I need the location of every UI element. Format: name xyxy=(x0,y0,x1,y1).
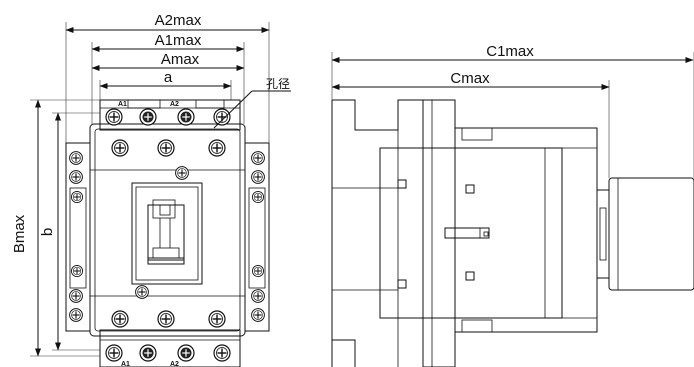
dim-label-amax: Amax xyxy=(161,51,200,68)
side-screw-icon xyxy=(251,264,265,278)
bottom-terminal-strip xyxy=(99,329,241,367)
side-screw-icon xyxy=(70,190,84,204)
side-screw-icon xyxy=(251,190,265,204)
side-screw-icon xyxy=(69,289,83,303)
dim-label-cmax: Cmax xyxy=(450,70,490,87)
side-screw-icon xyxy=(69,170,83,184)
side-dimensions xyxy=(331,52,694,178)
terminal-screw-icon xyxy=(105,108,123,126)
terminal-screw-icon xyxy=(213,344,231,362)
terminal-screw-icon xyxy=(213,108,231,126)
side-view: C1max Cmax xyxy=(331,43,694,367)
side-screw-icon xyxy=(251,289,265,303)
dim-label-a: a xyxy=(164,69,173,86)
main-screw-icon xyxy=(208,310,226,328)
coil-cap xyxy=(608,177,694,291)
side-slot xyxy=(444,227,490,239)
terminal-label-a1-bottom: A1 xyxy=(121,361,130,367)
top-terminal-strip xyxy=(99,99,241,131)
contactor-body xyxy=(89,123,246,337)
main-screw-icon xyxy=(208,139,226,157)
dim-label-bmax: Bmax xyxy=(11,214,28,253)
dim-label-c1max: C1max xyxy=(486,43,534,60)
side-body xyxy=(379,147,563,319)
side-case xyxy=(454,127,598,333)
terminal-label-a1-top: A1 xyxy=(118,101,127,108)
main-screw-icon xyxy=(157,139,175,157)
small-screw-icon xyxy=(135,285,149,299)
terminal-label-a2-top: A2 xyxy=(170,101,179,108)
mounting-base xyxy=(332,99,424,367)
coil-terminal-screw-icon xyxy=(139,344,157,362)
side-screw-icon xyxy=(251,170,265,184)
dim-label-b: b xyxy=(39,228,56,236)
main-screw-icon xyxy=(111,139,129,157)
dim-label-hole-diameter: 孔径 xyxy=(266,77,290,91)
coil-terminal-screw-icon xyxy=(177,108,195,126)
side-screw-icon xyxy=(251,151,265,165)
main-screw-icon xyxy=(157,310,175,328)
coil-terminal-screw-icon xyxy=(177,344,195,362)
coil-terminal-screw-icon xyxy=(139,108,157,126)
front-horizontal-dimensions xyxy=(65,22,291,143)
side-screw-icon xyxy=(251,308,265,322)
side-screw-icon xyxy=(69,308,83,322)
main-screw-icon xyxy=(111,310,129,328)
front-view: A1 A2 A1 A2 A xyxy=(11,12,291,367)
dim-label-a2max: A2max xyxy=(155,12,202,29)
side-screw-icon xyxy=(70,264,84,278)
base-plate xyxy=(422,99,456,367)
dim-label-a1max: A1max xyxy=(155,32,202,49)
front-vertical-dimensions xyxy=(30,99,100,357)
terminal-screw-icon xyxy=(105,344,123,362)
small-screw-icon xyxy=(175,166,189,180)
side-screw-icon xyxy=(69,151,83,165)
terminal-label-a2-bottom: A2 xyxy=(170,361,179,367)
coil-window xyxy=(131,182,203,285)
